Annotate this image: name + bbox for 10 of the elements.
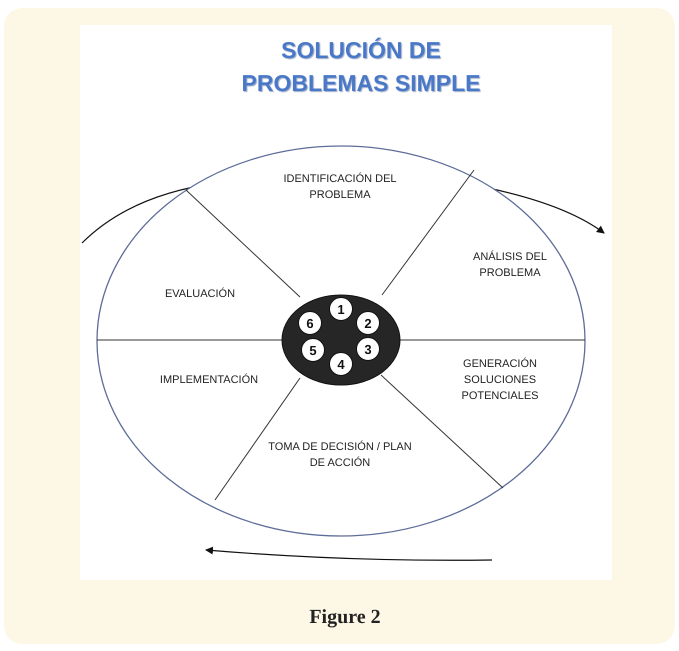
stage-label: EVALUACIÓN	[140, 286, 260, 304]
center-ellipse	[281, 294, 401, 386]
diagram-title: SOLUCIÓN DE PROBLEMAS SIMPLE	[240, 36, 482, 98]
stage-label: IMPLEMENTACIÓN	[134, 372, 284, 390]
stage-label: TOMA DE DECISIÓN / PLAN DE ACCIÓN	[260, 439, 420, 473]
cycle-ellipse	[96, 145, 586, 537]
figure-caption: Figure 2	[308, 606, 382, 629]
stage-label: GENERACIÓN SOLUCIONES POTENCIALES	[440, 356, 560, 406]
stage-label: IDENTIFICACIÓN DEL PROBLEMA	[280, 171, 400, 221]
stage-label: ANÁLISIS DEL PROBLEMA	[445, 249, 575, 283]
